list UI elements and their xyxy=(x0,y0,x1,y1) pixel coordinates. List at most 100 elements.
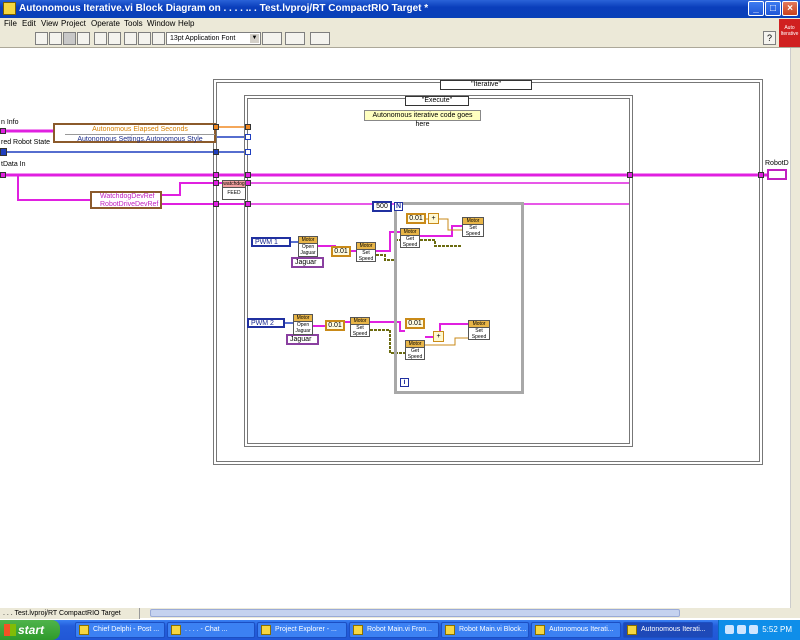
horizontal-scrollbar[interactable] xyxy=(140,608,800,618)
increment-constant-1[interactable]: 0.01 xyxy=(406,213,426,224)
pwm2-constant[interactable]: PWM 2 xyxy=(247,318,285,328)
pwm1-constant[interactable]: PWM 1 xyxy=(251,237,291,247)
loop-count-constant[interactable]: 500 xyxy=(372,201,392,212)
step-into-icon[interactable] xyxy=(124,32,137,45)
task-project-explorer[interactable]: Project Explorer - ... xyxy=(257,622,347,638)
help-button[interactable]: ? xyxy=(763,31,776,45)
tunnel-elapsed-inner[interactable] xyxy=(245,124,251,130)
motor-get-speed-vi-2-header: Motor xyxy=(406,341,424,348)
retain-wire-values-icon[interactable] xyxy=(108,32,121,45)
speed-constant-1[interactable]: 0.01 xyxy=(331,246,351,257)
loop-count-terminal[interactable]: N xyxy=(394,202,403,211)
run-arrow-icon[interactable] xyxy=(35,32,48,45)
step-out-icon[interactable] xyxy=(152,32,165,45)
task-chat[interactable]: . . . . - Chat ... xyxy=(167,622,255,638)
jaguar2-constant[interactable]: Jaguar xyxy=(286,334,319,345)
outer-case-selector[interactable]: "Iterative" xyxy=(440,80,532,90)
motor-get-speed-vi-2[interactable]: Motor Get Speed xyxy=(405,340,425,360)
horizontal-scroll-thumb[interactable] xyxy=(150,609,680,617)
menu-project[interactable]: Project xyxy=(61,19,86,28)
add-function-1[interactable]: + xyxy=(428,213,439,224)
labview-icon xyxy=(353,625,363,635)
menu-operate[interactable]: Operate xyxy=(91,19,120,28)
tunnel-elapsed[interactable] xyxy=(213,124,219,130)
volume-icon[interactable] xyxy=(737,625,746,634)
loop-iteration-terminal[interactable]: i xyxy=(400,378,409,387)
motor-set-speed-vi-2[interactable]: Motor Set Speed xyxy=(462,217,484,237)
tunnel-state-inner[interactable] xyxy=(245,149,251,155)
add-function-2[interactable]: + xyxy=(433,331,444,342)
start-label: start xyxy=(18,623,45,637)
minimize-button[interactable]: _ xyxy=(748,1,764,16)
motor-open-vi-1[interactable]: Motor Open Jaguar xyxy=(298,236,318,257)
unbundle-by-name[interactable]: Autonomous Elapsed Seconds Autonomous Se… xyxy=(53,123,216,143)
task-robot-main-front[interactable]: Robot Main.vi Fron... xyxy=(349,622,439,638)
menu-file[interactable]: File xyxy=(4,19,17,28)
motor-set-speed-vi-3[interactable]: Motor Set Speed xyxy=(350,317,370,337)
task-autonomous-iterative-1[interactable]: Autonomous Iterati... xyxy=(531,622,621,638)
align-objects-icon[interactable] xyxy=(262,32,282,45)
abort-icon[interactable] xyxy=(63,32,76,45)
task-robot-main-block[interactable]: Robot Main.vi Block... xyxy=(441,622,529,638)
tunnel-data-out[interactable] xyxy=(758,172,764,178)
menu-window[interactable]: Window xyxy=(147,19,176,28)
motor-set-speed-vi-4[interactable]: Motor Set Speed xyxy=(468,320,490,340)
motor-set-speed-vi-3-text: Set Speed xyxy=(352,325,368,337)
maximize-button[interactable]: □ xyxy=(765,1,781,16)
watchdog-feed-vi[interactable]: watchdog FEED xyxy=(222,180,246,200)
title-bar: Autonomous Iterative.vi Block Diagram on… xyxy=(0,0,800,18)
robot-state-terminal[interactable] xyxy=(0,148,7,156)
inner-case-selector[interactable]: "Execute" xyxy=(405,96,469,106)
font-selector[interactable]: 13pt Application Font ▼ xyxy=(166,32,261,45)
speed-constant-2[interactable]: 0.01 xyxy=(325,320,345,331)
tunnel-data[interactable] xyxy=(213,172,219,178)
close-button[interactable]: × xyxy=(782,1,798,16)
jaguar1-constant[interactable]: Jaguar xyxy=(291,257,324,268)
menu-edit[interactable]: Edit xyxy=(22,19,36,28)
pause-icon[interactable] xyxy=(77,32,90,45)
tunnel-watchdog[interactable] xyxy=(213,180,219,186)
network-icon[interactable] xyxy=(725,625,734,634)
watchdog-devref-item: WatchdogDevRef xyxy=(100,193,155,200)
highlight-execution-icon[interactable] xyxy=(94,32,107,45)
tunnel-data-inner-out[interactable] xyxy=(627,172,633,178)
comment-label[interactable]: Autonomous iterative code goes here xyxy=(364,110,481,128)
menu-help[interactable]: Help xyxy=(178,19,195,28)
motor-get-speed-vi-2-text: Get Speed xyxy=(407,348,423,360)
task-list: Chief Delphi - Post ... . . . . - Chat .… xyxy=(75,622,715,638)
data-in-terminal[interactable] xyxy=(0,172,6,178)
start-button[interactable]: start xyxy=(0,620,60,640)
vi-icon[interactable]: Auto Iterative xyxy=(779,19,800,47)
motor-open-vi-2[interactable]: Motor Open Jaguar xyxy=(293,314,313,335)
step-over-icon[interactable] xyxy=(138,32,151,45)
tunnel-style-inner[interactable] xyxy=(245,134,251,140)
tunnel-state[interactable] xyxy=(213,149,219,155)
run-continuously-icon[interactable] xyxy=(49,32,62,45)
tunnel-drive-inner[interactable] xyxy=(245,201,251,207)
menu-view[interactable]: View xyxy=(41,19,59,28)
task-chief-delphi[interactable]: Chief Delphi - Post ... xyxy=(75,622,165,638)
motor-set-speed-vi-1[interactable]: Motor Set Speed xyxy=(356,242,376,262)
reorder-icon[interactable] xyxy=(310,32,330,45)
tunnel-data-inner[interactable] xyxy=(245,172,251,178)
menu-tools[interactable]: Tools xyxy=(124,19,143,28)
info-terminal[interactable] xyxy=(0,128,6,134)
for-loop[interactable] xyxy=(394,202,524,394)
motor-set-speed-vi-4-header: Motor xyxy=(469,321,489,328)
tunnel-drive[interactable] xyxy=(213,201,219,207)
motor-open-vi-2-text: Open Jaguar xyxy=(295,322,311,334)
motor-set-speed-vi-2-text: Set Speed xyxy=(465,225,481,237)
distribute-objects-icon[interactable] xyxy=(285,32,305,45)
browser-icon xyxy=(79,625,89,635)
increment-constant-2[interactable]: 0.01 xyxy=(405,318,425,329)
elapsed-seconds-item: Autonomous Elapsed Seconds xyxy=(92,126,188,133)
security-icon[interactable] xyxy=(749,625,758,634)
jaguar2-value: Jaguar xyxy=(290,336,312,343)
labview-icon xyxy=(627,625,637,635)
motor-get-speed-vi-1[interactable]: Motor Get Speed xyxy=(400,228,420,248)
devref-unbundle[interactable]: WatchdogDevRef RobotDriveDevRef xyxy=(90,191,162,209)
pwm2-value: PWM 2 xyxy=(251,320,274,327)
robot-data-out-terminal[interactable] xyxy=(767,169,787,180)
task-autonomous-iterative-2[interactable]: Autonomous Iterati... xyxy=(623,622,713,638)
vertical-scrollbar[interactable] xyxy=(790,48,800,608)
